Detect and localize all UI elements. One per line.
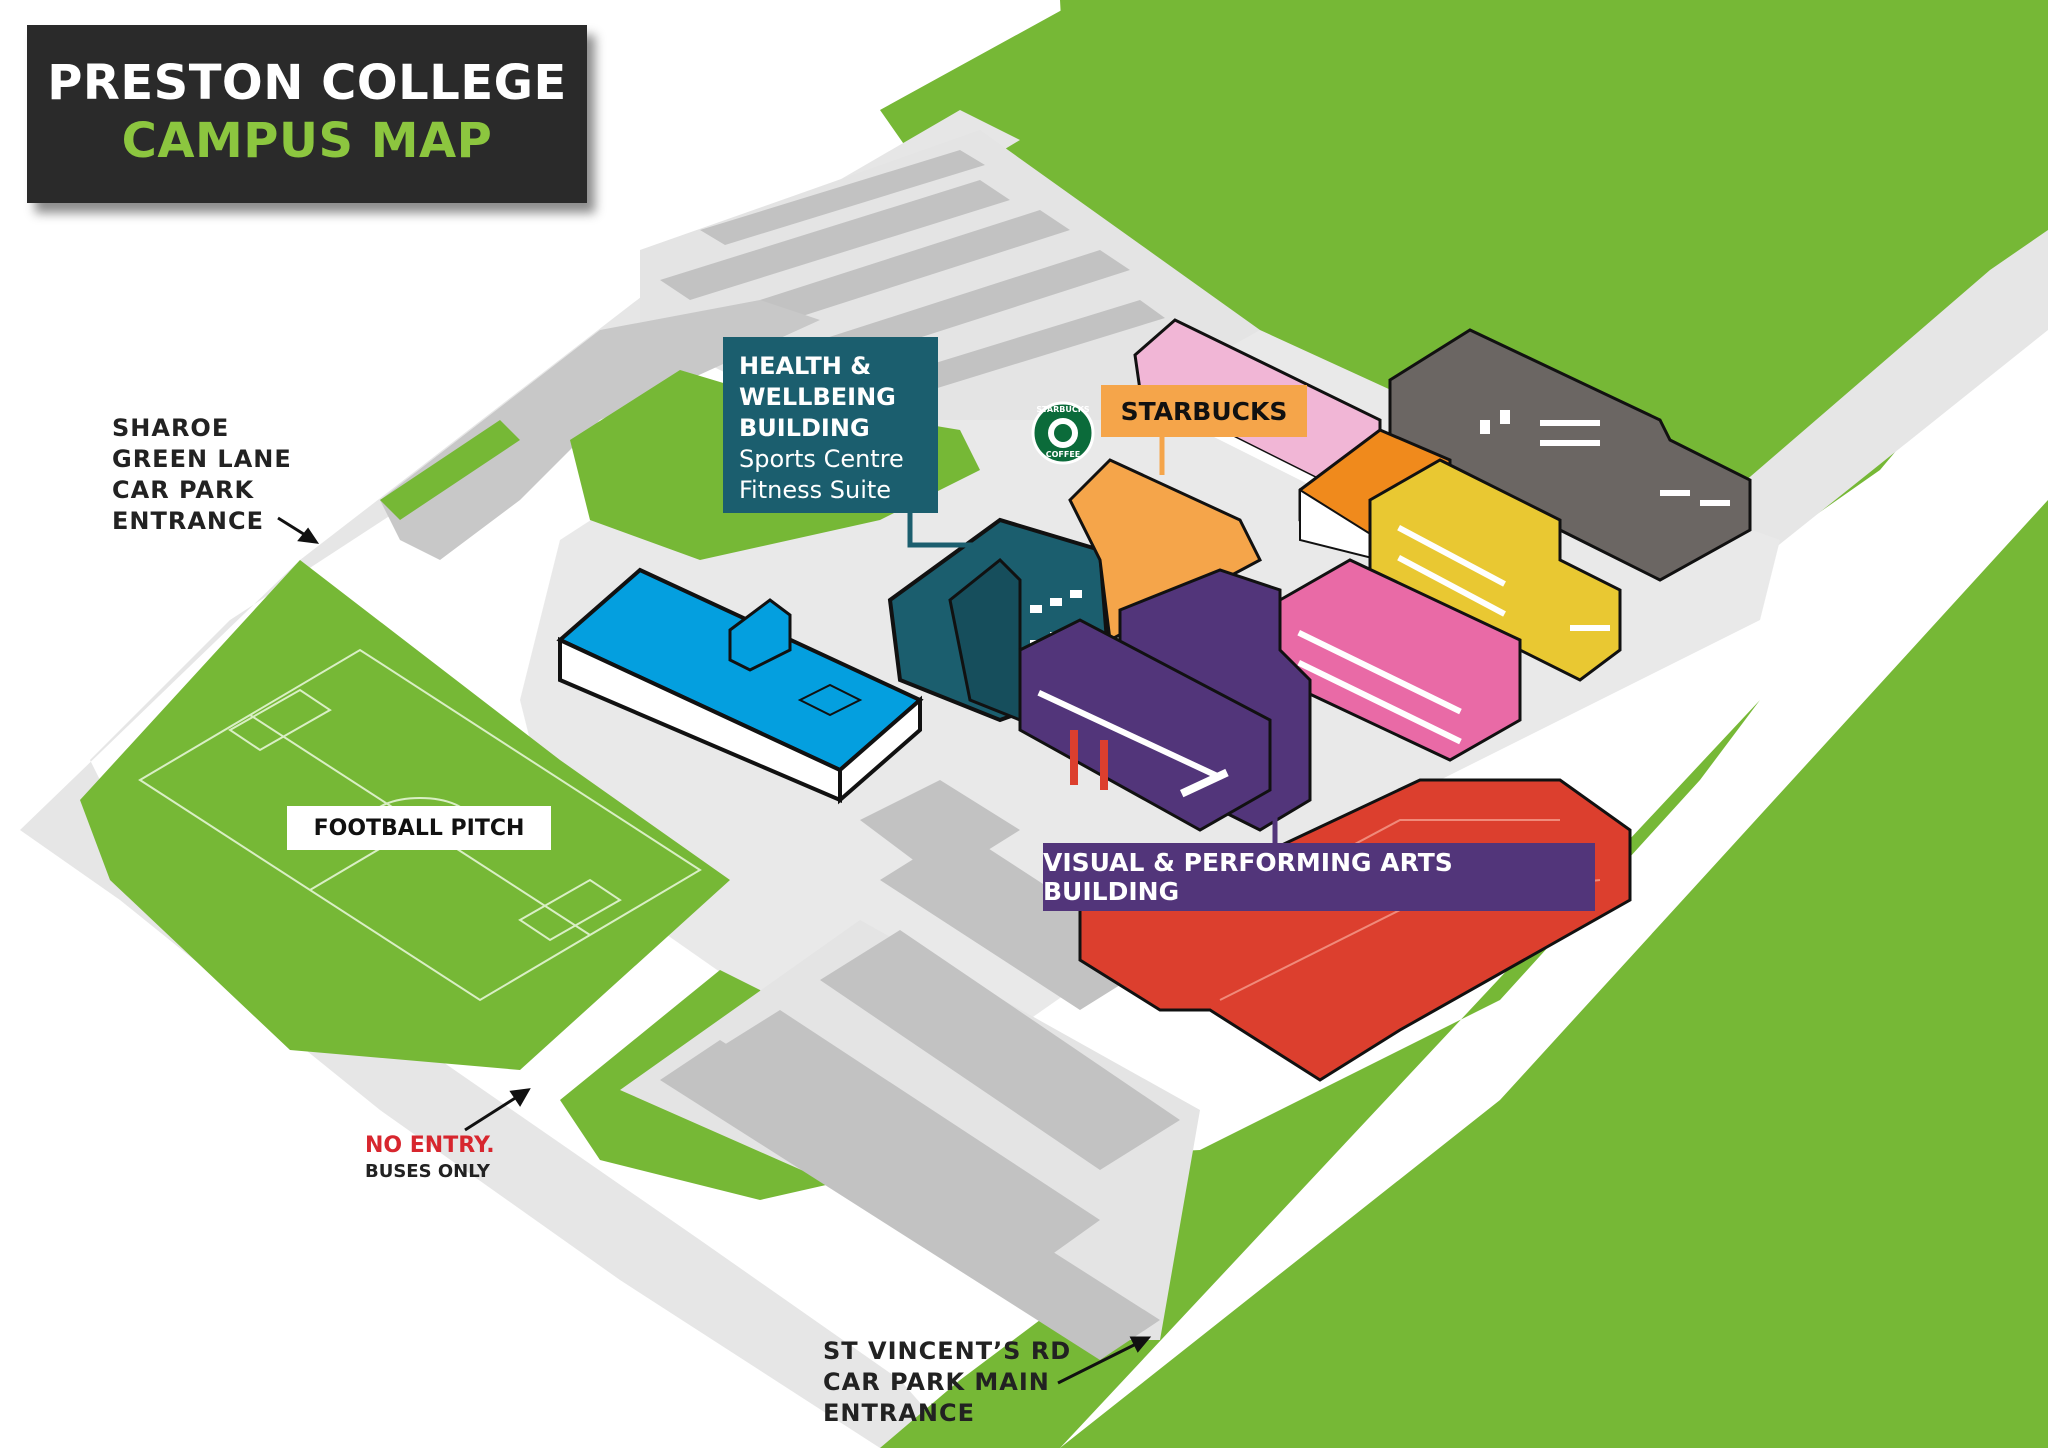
starbucks-label[interactable]: STARBUCKS <box>1101 385 1307 437</box>
east-grass-top <box>880 0 2048 560</box>
sharoe-line2: GREEN LANE <box>112 445 292 473</box>
sharoe-line1: SHAROE <box>112 414 230 442</box>
vpa-building[interactable] <box>1018 568 1312 832</box>
pink-building[interactable] <box>1278 558 1522 762</box>
football-pitch-label[interactable]: FOOTBALL PITCH <box>287 806 551 850</box>
st-vincent-arrow <box>1057 1336 1152 1385</box>
outer-road <box>20 110 1020 1448</box>
no-entry-warning: NO ENTRY. <box>365 1133 495 1158</box>
health-sub-line1: Sports Centre <box>739 445 904 473</box>
starbucks-logo-bottom: COFFEE <box>1045 450 1081 459</box>
st-vincent-entrance-label: ST VINCENT’S RD CAR PARK MAIN ENTRANCE <box>823 1336 1071 1429</box>
pitch-lines <box>138 648 702 1002</box>
health-leader <box>907 513 980 548</box>
vpa-building-label[interactable]: VISUAL & PERFORMING ARTS BUILDING <box>1043 843 1595 911</box>
grass-west-strip <box>380 420 520 520</box>
health-building-label[interactable]: HEALTH & WELLBEING BUILDING Sports Centr… <box>723 337 938 513</box>
sharoe-arrow <box>277 516 320 544</box>
title-line1: PRESTON COLLEGE <box>47 55 567 111</box>
sharoe-line3: CAR PARK <box>112 476 255 504</box>
st-vincent-line2: CAR PARK MAIN <box>823 1368 1050 1396</box>
st-vincent-line1: ST VINCENT’S RD <box>823 1337 1072 1365</box>
health-name-line1: HEALTH & <box>739 352 872 380</box>
title-line2: CAMPUS MAP <box>121 113 493 169</box>
health-sub-line2: Fitness Suite <box>739 476 892 504</box>
starbucks-logo-top: STARBUCKS <box>1036 405 1090 414</box>
sharoe-line4: ENTRANCE <box>112 507 264 535</box>
peach-building[interactable] <box>1068 458 1262 643</box>
health-name-line3: BUILDING <box>739 414 870 442</box>
north-parking-rows <box>660 150 1165 398</box>
health-name-line2: WELLBEING <box>739 383 896 411</box>
blue-building[interactable] <box>556 567 924 805</box>
orange-building[interactable] <box>1298 428 1452 562</box>
starbucks-logo <box>1031 401 1095 465</box>
no-entry-label: NO ENTRY. BUSES ONLY <box>365 1133 495 1185</box>
map-title: PRESTON COLLEGE CAMPUS MAP <box>27 25 587 203</box>
no-entry-note: BUSES ONLY <box>365 1161 490 1182</box>
no-entry-arrow <box>464 1088 531 1132</box>
sharoe-entrance-label: SHAROE GREEN LANE CAR PARK ENTRANCE <box>112 413 292 537</box>
south-parking-rows <box>660 780 1180 1360</box>
st-vincent-line3: ENTRANCE <box>823 1399 975 1427</box>
west-car-park <box>380 300 820 560</box>
